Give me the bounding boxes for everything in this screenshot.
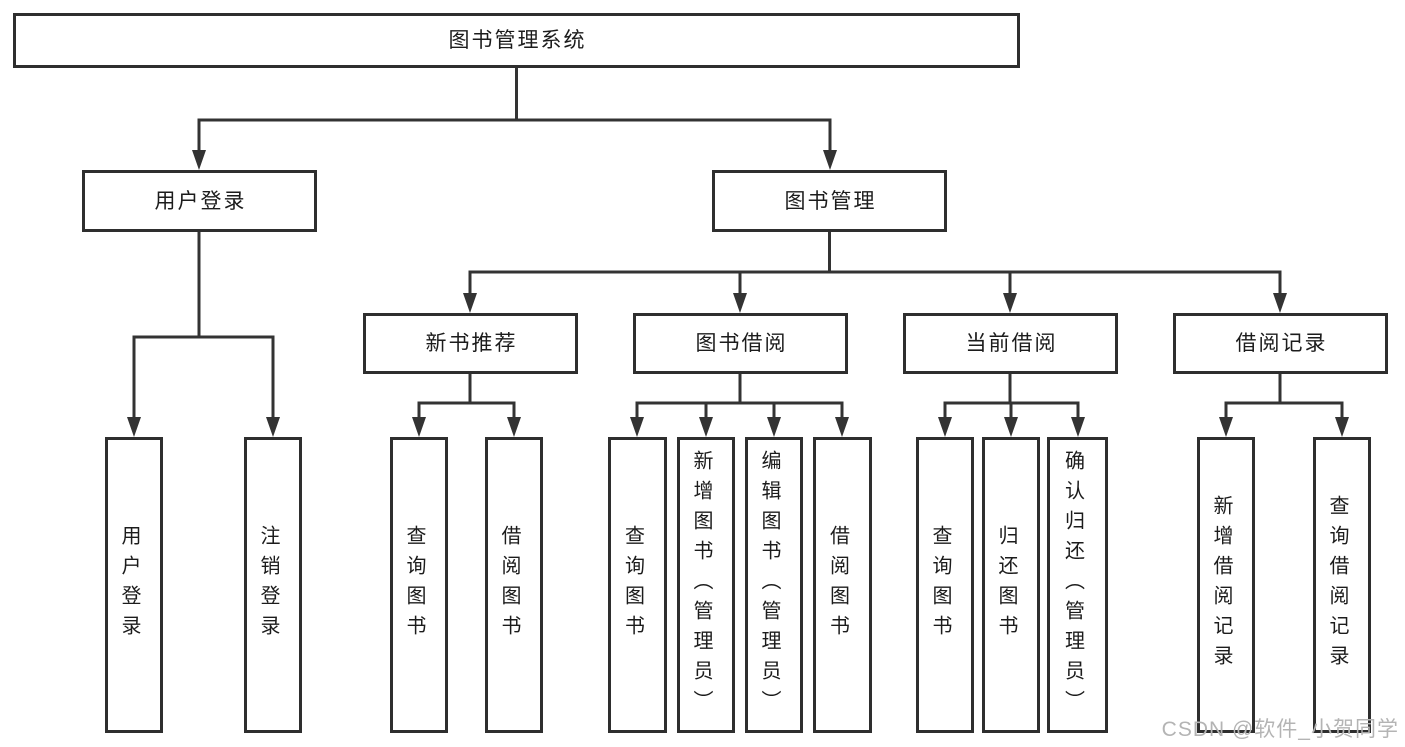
leaf-edit-books-admin-label: 编辑图书（管理员） xyxy=(758,450,780,720)
leaf-confirm-return-admin-label: 确认归还（管理员） xyxy=(1061,450,1084,720)
node-borrowing-records-label: 借阅记录 xyxy=(1235,332,1328,355)
leaf-logout-label: 注销登录 xyxy=(257,525,279,645)
leaf-user-login: 用户登录 xyxy=(105,437,163,733)
node-current-borrowing: 当前借阅 xyxy=(903,313,1118,374)
node-new-book-recommend-label: 新书推荐 xyxy=(425,332,518,355)
leaf-add-borrow-record-label: 新增借阅记录 xyxy=(1210,495,1232,675)
node-root-label: 图书管理系统 xyxy=(448,29,587,52)
leaf-query-books-recommend-label: 查询图书 xyxy=(403,525,425,645)
leaf-query-books-borrowing-label: 查询图书 xyxy=(621,525,644,645)
watermark: CSDN @软件_小贺同学 xyxy=(1161,718,1399,741)
node-new-book-recommend: 新书推荐 xyxy=(363,313,578,374)
leaf-user-login-label: 用户登录 xyxy=(118,525,140,645)
leaf-add-borrow-record: 新增借阅记录 xyxy=(1197,437,1255,733)
node-borrowing-records: 借阅记录 xyxy=(1173,313,1388,374)
leaf-query-books-current-label: 查询图书 xyxy=(929,525,951,645)
leaf-query-borrow-record: 查询借阅记录 xyxy=(1313,437,1371,733)
leaf-add-books-admin-label: 新增图书（管理员） xyxy=(690,450,712,720)
leaf-logout: 注销登录 xyxy=(244,437,302,733)
node-user-login-label: 用户登录 xyxy=(154,189,247,213)
leaf-borrow-books-borrowing-label: 借阅图书 xyxy=(826,525,849,645)
leaf-borrow-books-recommend: 借阅图书 xyxy=(485,437,543,733)
node-book-management-label: 图书管理 xyxy=(784,189,877,213)
leaf-query-books-borrowing: 查询图书 xyxy=(608,437,667,733)
leaf-return-books-label: 归还图书 xyxy=(995,525,1017,645)
leaf-return-books: 归还图书 xyxy=(982,437,1040,733)
leaf-borrow-books-borrowing: 借阅图书 xyxy=(813,437,872,733)
leaf-query-borrow-record-label: 查询借阅记录 xyxy=(1326,495,1348,675)
node-book-borrowing: 图书借阅 xyxy=(633,313,848,374)
node-user-login: 用户登录 xyxy=(82,170,317,232)
node-book-management: 图书管理 xyxy=(712,170,947,232)
leaf-query-books-recommend: 查询图书 xyxy=(390,437,448,733)
leaf-borrow-books-recommend-label: 借阅图书 xyxy=(498,525,520,645)
node-book-borrowing-label: 图书借阅 xyxy=(695,332,788,355)
leaf-edit-books-admin: 编辑图书（管理员） xyxy=(745,437,803,733)
leaf-query-books-current: 查询图书 xyxy=(916,437,974,733)
node-current-borrowing-label: 当前借阅 xyxy=(965,332,1058,355)
leaf-add-books-admin: 新增图书（管理员） xyxy=(677,437,735,733)
leaf-confirm-return-admin: 确认归还（管理员） xyxy=(1047,437,1108,733)
node-root: 图书管理系统 xyxy=(13,13,1020,68)
